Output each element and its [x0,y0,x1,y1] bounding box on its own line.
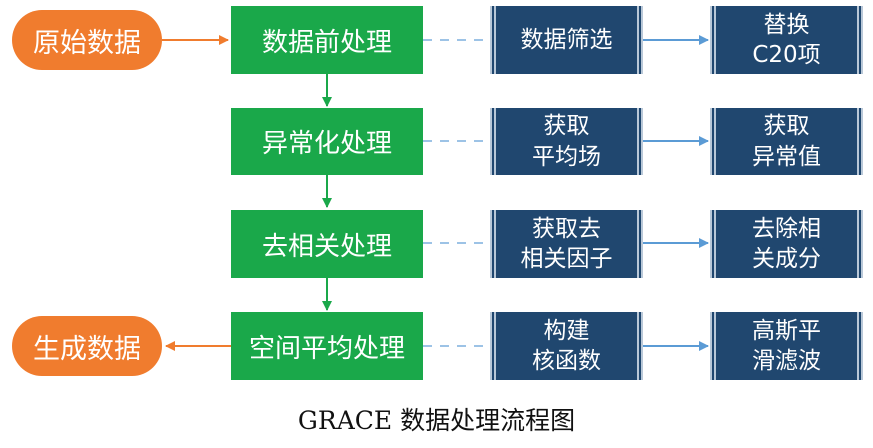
sub-get-decorrelation-factor: 获取去相关因子 [490,210,643,278]
result-remove-correlated: 去除相关成分 [710,210,863,278]
result-2-line-1: 获取 [763,113,810,140]
sub-3-line-2: 相关因子 [520,246,613,272]
figure-caption: GRACE 数据处理流程图 [297,406,576,435]
step-spatial-average: 空间平均处理 [231,312,423,380]
sub-4-line-1: 构建 [543,317,590,344]
result-4-line-2: 滑滤波 [752,348,821,374]
sub-get-mean-field: 获取平均场 [490,108,643,175]
result-gaussian-filter: 高斯平滑滤波 [710,312,863,380]
step-preprocess: 数据前处理 [231,6,423,74]
sub-data-filter: 数据筛选 [490,6,643,74]
sub-4-line-2: 核函数 [532,348,601,374]
result-1-line-2: C20项 [752,42,821,68]
result-1-line-1: 替换 [763,11,810,38]
result-3-line-2: 关成分 [752,246,821,272]
result-2-line-2: 异常值 [752,143,821,170]
sub-2-line-2: 平均场 [532,143,601,170]
result-3-line-1: 去除相 [752,215,821,242]
source-data-node: 原始数据 [12,10,162,70]
output-data-node: 生成数据 [12,316,162,376]
result-replace-c20: 替换 C20项 [710,6,863,74]
result-get-anomaly: 获取异常值 [710,108,863,175]
sub-1-line-1: 数据筛选 [520,26,613,53]
sub-3-line-1: 获取去 [532,215,601,242]
step-decorrelation: 去相关处理 [231,210,423,278]
result-4-line-1: 高斯平 [752,317,821,344]
step-anomaly: 异常化处理 [231,108,423,175]
sub-build-kernel: 构建核函数 [490,312,643,380]
sub-2-line-1: 获取 [543,113,590,140]
